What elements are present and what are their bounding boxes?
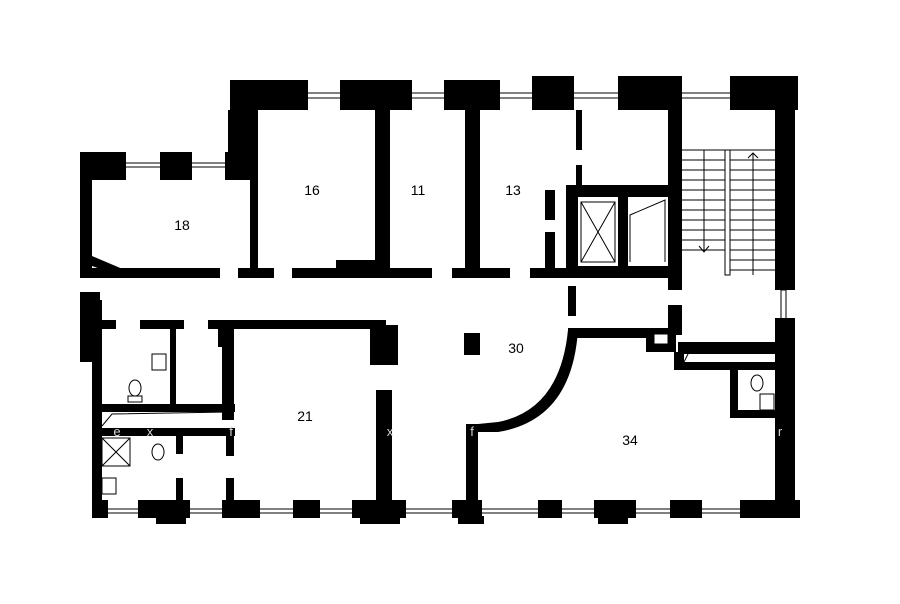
stairs bbox=[682, 149, 775, 276]
room-labels: 18 16 11 13 30 21 34 bbox=[174, 182, 638, 448]
faint-mark: f bbox=[229, 424, 233, 439]
toilet-icon bbox=[750, 374, 764, 392]
windows bbox=[99, 92, 787, 514]
shower-icon bbox=[101, 437, 131, 467]
room-label-13: 13 bbox=[505, 182, 521, 198]
toilet-icon bbox=[128, 379, 142, 397]
faint-mark: f bbox=[470, 424, 474, 439]
faint-marks: e x f x f r bbox=[113, 424, 782, 439]
room-label-16: 16 bbox=[304, 182, 320, 198]
room-label-18: 18 bbox=[174, 217, 190, 233]
toilet-icon bbox=[151, 443, 165, 461]
sink-icon bbox=[101, 477, 117, 495]
sink-icon bbox=[759, 393, 775, 411]
room-label-11: 11 bbox=[411, 182, 426, 198]
room-label-30: 30 bbox=[508, 340, 524, 356]
room-label-34: 34 bbox=[622, 432, 638, 448]
faint-mark: x bbox=[387, 424, 394, 439]
walls bbox=[80, 76, 800, 524]
sink-icon bbox=[151, 353, 167, 371]
fixtures bbox=[101, 353, 775, 495]
faint-mark: x bbox=[147, 424, 154, 439]
faint-mark: e bbox=[113, 424, 120, 439]
faint-mark: r bbox=[778, 424, 783, 439]
room-label-21: 21 bbox=[297, 408, 313, 424]
